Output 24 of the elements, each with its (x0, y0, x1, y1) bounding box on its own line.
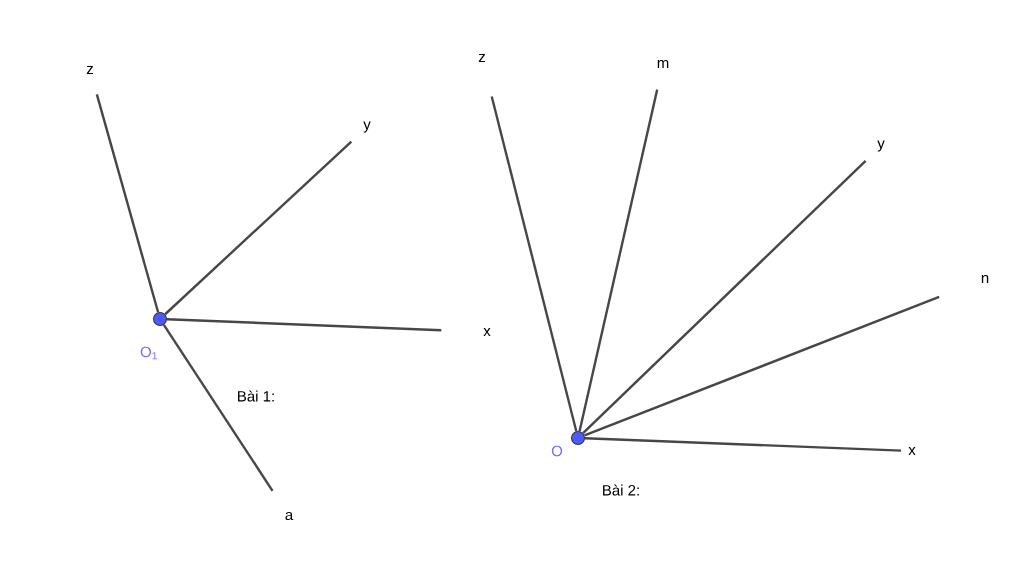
ray (584, 437, 902, 452)
ray-label: a (285, 511, 294, 521)
ray (162, 324, 274, 492)
ray (164, 140, 353, 316)
ray-label: y (363, 121, 371, 133)
ray-label: z (478, 54, 485, 62)
ray-label: y (877, 140, 885, 152)
ray (582, 159, 867, 434)
ray (490, 96, 578, 432)
ray (584, 295, 940, 437)
exercise-label: Bài 1: (238, 390, 274, 402)
ray (166, 318, 442, 332)
ray-label: n (981, 275, 989, 284)
point-label: O$_{1}$ (140, 346, 157, 360)
point-label: O (551, 445, 563, 457)
ray-label: x (483, 328, 491, 336)
ray (578, 89, 659, 432)
exercise-label: Bài 2: (603, 484, 639, 496)
ray-label: z (86, 66, 93, 74)
ray (95, 94, 160, 313)
ray-label: m (657, 60, 669, 69)
ray-label: x (908, 447, 916, 455)
point (153, 312, 167, 326)
point (571, 431, 585, 445)
